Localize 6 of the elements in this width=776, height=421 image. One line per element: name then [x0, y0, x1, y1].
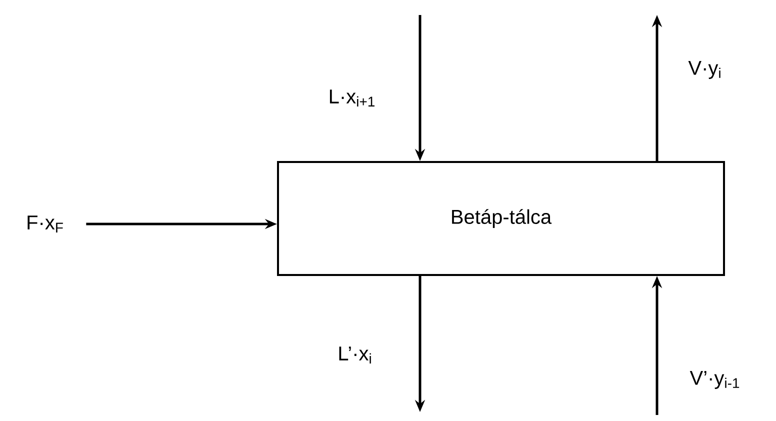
- stream-label: L’·x$_{i}$: [339, 346, 371, 364]
- stream-label: F·x$_{F}$: [28, 216, 63, 232]
- stream-label: V’·y$_{i-1}$: [690, 371, 740, 389]
- stream-label: L·x$_{i+1}$: [330, 90, 374, 106]
- stream-label: V·y$_{i}$: [688, 61, 720, 79]
- process-box: Betáp-tálca: [277, 161, 725, 276]
